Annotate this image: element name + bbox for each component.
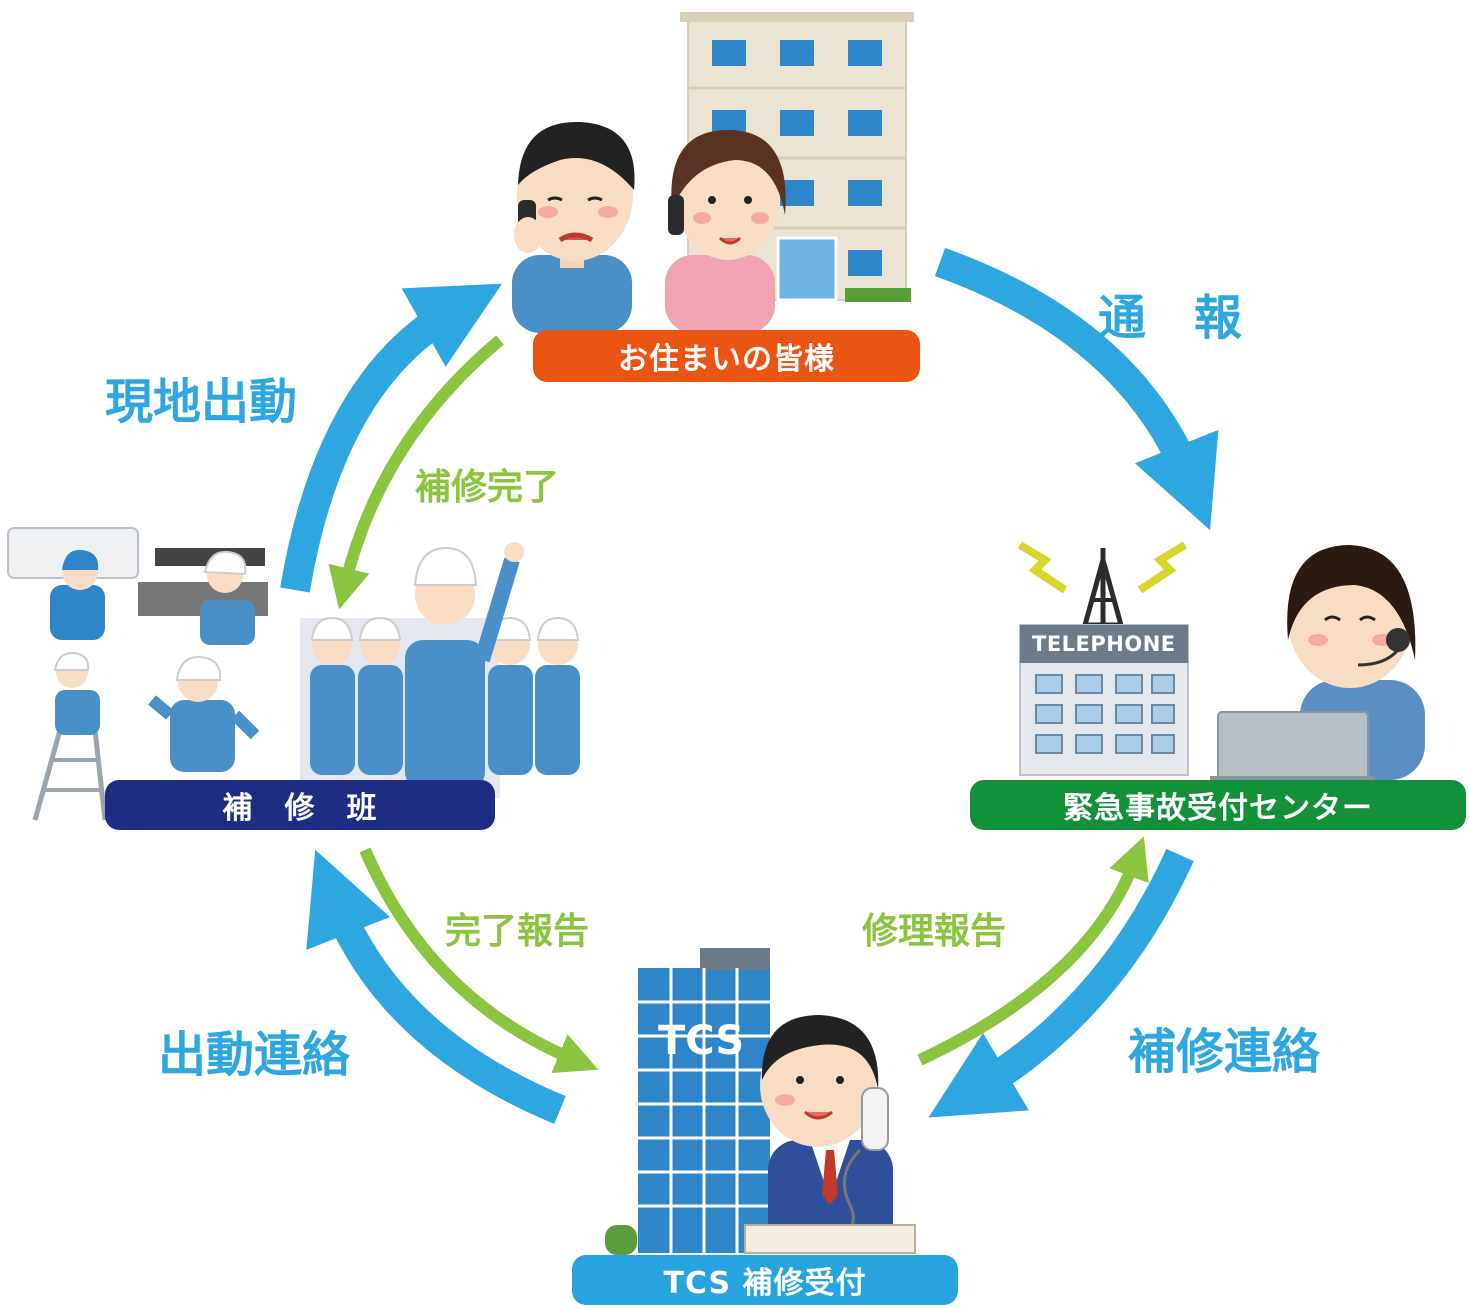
flow-label-repair-complete: 補修完了	[415, 467, 560, 508]
worried-man-icon	[512, 121, 635, 333]
flow-label-completion-report: 完了報告	[445, 911, 590, 952]
flow-label-report: 通 報	[1098, 290, 1243, 346]
ladder-worker-icon	[32, 651, 108, 821]
tcs-building-icon	[605, 948, 770, 1255]
ceiling-worker-icon	[138, 548, 268, 645]
node-residents-label: お住まいの皆様	[533, 330, 920, 382]
flow-label-dispatch-contact: 出動連絡	[158, 1027, 351, 1083]
arrow-completion-report	[359, 847, 599, 1073]
flow-label-repair-report: 修理報告	[862, 911, 1007, 952]
flow-label-repair-contact: 補修連絡	[1128, 1024, 1321, 1080]
tcs-sign: TCS	[658, 1018, 745, 1064]
laptop-icon	[1210, 711, 1375, 784]
node-tcs-reception-label: TCS 補修受付	[572, 1255, 958, 1305]
node-repair-team-label: 補 修 班	[105, 780, 495, 830]
arrow-repair-complete	[328, 335, 504, 610]
aircon-worker-icon	[7, 527, 139, 640]
arrow-repair-report	[917, 836, 1149, 1066]
telephone-building-icon	[1019, 624, 1189, 776]
arrow-dispatch-contact	[306, 849, 566, 1124]
running-worker-icon	[148, 655, 260, 772]
radio-tower-icon	[1017, 541, 1188, 628]
worker-group-icon	[300, 542, 580, 798]
telephone-sign: TELEPHONE	[1032, 632, 1176, 656]
node-emergency-center-label: 緊急事故受付センター	[970, 780, 1466, 830]
flow-label-onsite-dispatch: 現地出動	[105, 374, 298, 430]
arrow-onsite-dispatch	[280, 283, 503, 593]
arrow-report	[934, 247, 1219, 531]
businessman-on-phone-icon	[744, 1015, 916, 1254]
woman-resident-icon	[665, 130, 786, 333]
arrow-repair-contact	[928, 848, 1194, 1118]
